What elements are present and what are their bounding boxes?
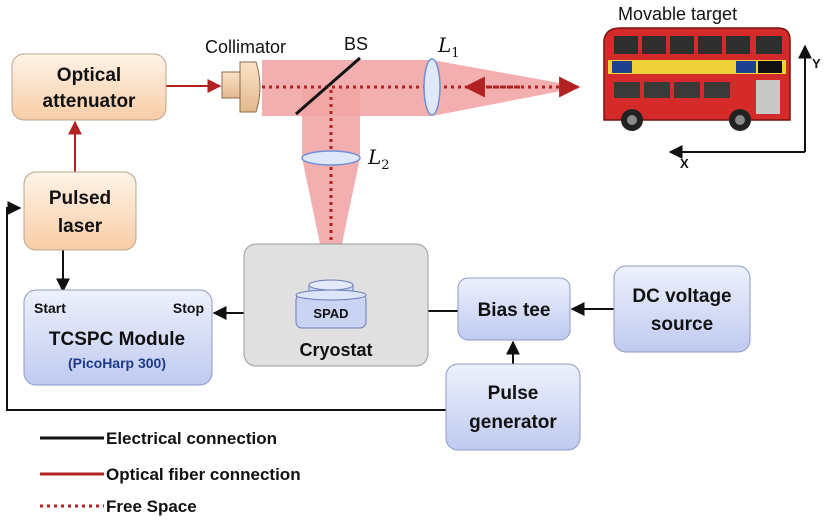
optical-fiber-connections (68, 79, 222, 172)
spad-detector-icon: SPAD (295, 279, 367, 329)
wire-pulsegen-to-laser (6, 201, 446, 411)
tcspc-stop-label: Stop (173, 300, 204, 316)
pulse-generator-label-line1: Pulse (488, 383, 539, 404)
dc-source-label-line1: DC voltage (632, 286, 731, 307)
beam-vertical (302, 88, 360, 282)
target-label: Movable target (618, 4, 737, 24)
beam-splitter-icon (295, 56, 361, 116)
beam-splitter-label: BS (344, 34, 368, 54)
pulsed-laser-label-line2: laser (58, 216, 103, 237)
dc-voltage-source-box: DC voltage source (613, 265, 751, 353)
tcspc-subtitle: (PicoHarp 300) (68, 355, 166, 371)
legend-label-electrical: Electrical connection (106, 429, 277, 448)
collimator-label: Collimator (205, 37, 286, 57)
optical-attenuator-label-line2: attenuator (43, 91, 137, 112)
optical-attenuator-label-line1: Optical (57, 65, 121, 86)
lens-icon (301, 150, 361, 166)
optical-attenuator-box: Optical attenuator (11, 53, 167, 121)
bus-target-icon (603, 27, 791, 131)
tcspc-module-box: Start Stop TCSPC Module (PicoHarp 300) (23, 289, 213, 386)
lens-icon (423, 58, 441, 116)
axis-y-label: Y (812, 56, 821, 71)
legend-label-free-space: Free Space (106, 497, 197, 516)
spad-label: SPAD (313, 306, 348, 321)
pulse-generator-box: Pulse generator (445, 363, 581, 451)
lens1-label: L1 (437, 33, 460, 61)
pulsed-laser-label-line1: Pulsed (49, 188, 111, 209)
legend-label-optical-fiber: Optical fiber connection (106, 465, 301, 484)
bias-tee-box: Bias tee (457, 277, 571, 341)
lens2-label: L2 (367, 145, 390, 173)
bias-tee-label: Bias tee (478, 300, 551, 321)
pulsed-laser-box: Pulsed laser (23, 171, 137, 251)
target-axes: Y X (668, 44, 821, 171)
cryostat-label: Cryostat (299, 340, 372, 360)
legend: Electrical connection Optical fiber conn… (40, 429, 301, 516)
dc-source-label-line2: source (651, 314, 713, 335)
pulse-generator-label-line2: generator (469, 412, 557, 433)
collimator-icon (221, 61, 261, 113)
tcspc-start-label: Start (34, 300, 66, 316)
axis-x-label: X (680, 156, 689, 171)
tcspc-title: TCSPC Module (49, 329, 185, 350)
